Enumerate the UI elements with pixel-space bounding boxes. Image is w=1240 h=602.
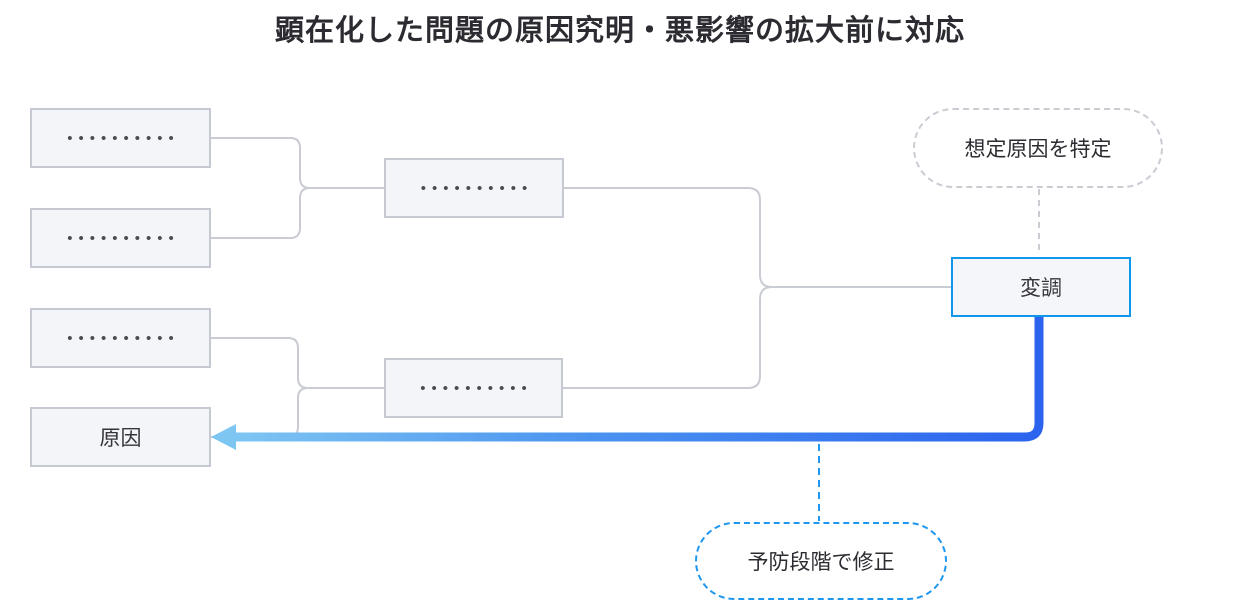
assumed-cause-callout: 想定原因を特定 [913,108,1163,188]
placeholder-dots: •••••••••• [67,229,180,247]
assumed-cause-callout-label: 想定原因を特定 [964,138,1112,161]
feedback-arrowhead-icon [211,424,236,450]
connector-midbot-to-anomaly [563,286,773,389]
intermediate-box-top: •••••••••• [384,158,564,218]
factor-box-2: •••••••••• [30,208,211,268]
factor-box-3: •••••••••• [30,308,211,368]
placeholder-dots: •••••••••• [67,129,180,147]
anomaly-label: 変調 [1020,277,1062,300]
intermediate-box-bottom: •••••••••• [384,358,563,418]
placeholder-dots: •••••••••• [420,379,533,397]
placeholder-dots: •••••••••• [420,179,534,197]
prevention-fix-callout-label: 予防段階で修正 [747,551,895,574]
gray-connector-lines [211,137,951,438]
factor-box-1: •••••••••• [30,108,211,168]
anomaly-box: 変調 [951,257,1131,317]
placeholder-dots: •••••••••• [67,329,180,347]
connector-factor2-to-midtop [211,187,311,239]
cause-box: 原因 [30,407,211,467]
cause-label: 原因 [99,427,142,450]
feedback-arrow-line [234,317,1044,442]
connector-factor3-to-midbot [211,337,384,389]
connector-factor1-to-midtop [211,137,384,189]
connector-midtop-to-anomaly [564,187,951,288]
prevention-fix-callout: 予防段階で修正 [695,522,947,600]
diagram-title: 顕在化した問題の原因究明・悪影響の拡大前に対応 [274,15,965,47]
